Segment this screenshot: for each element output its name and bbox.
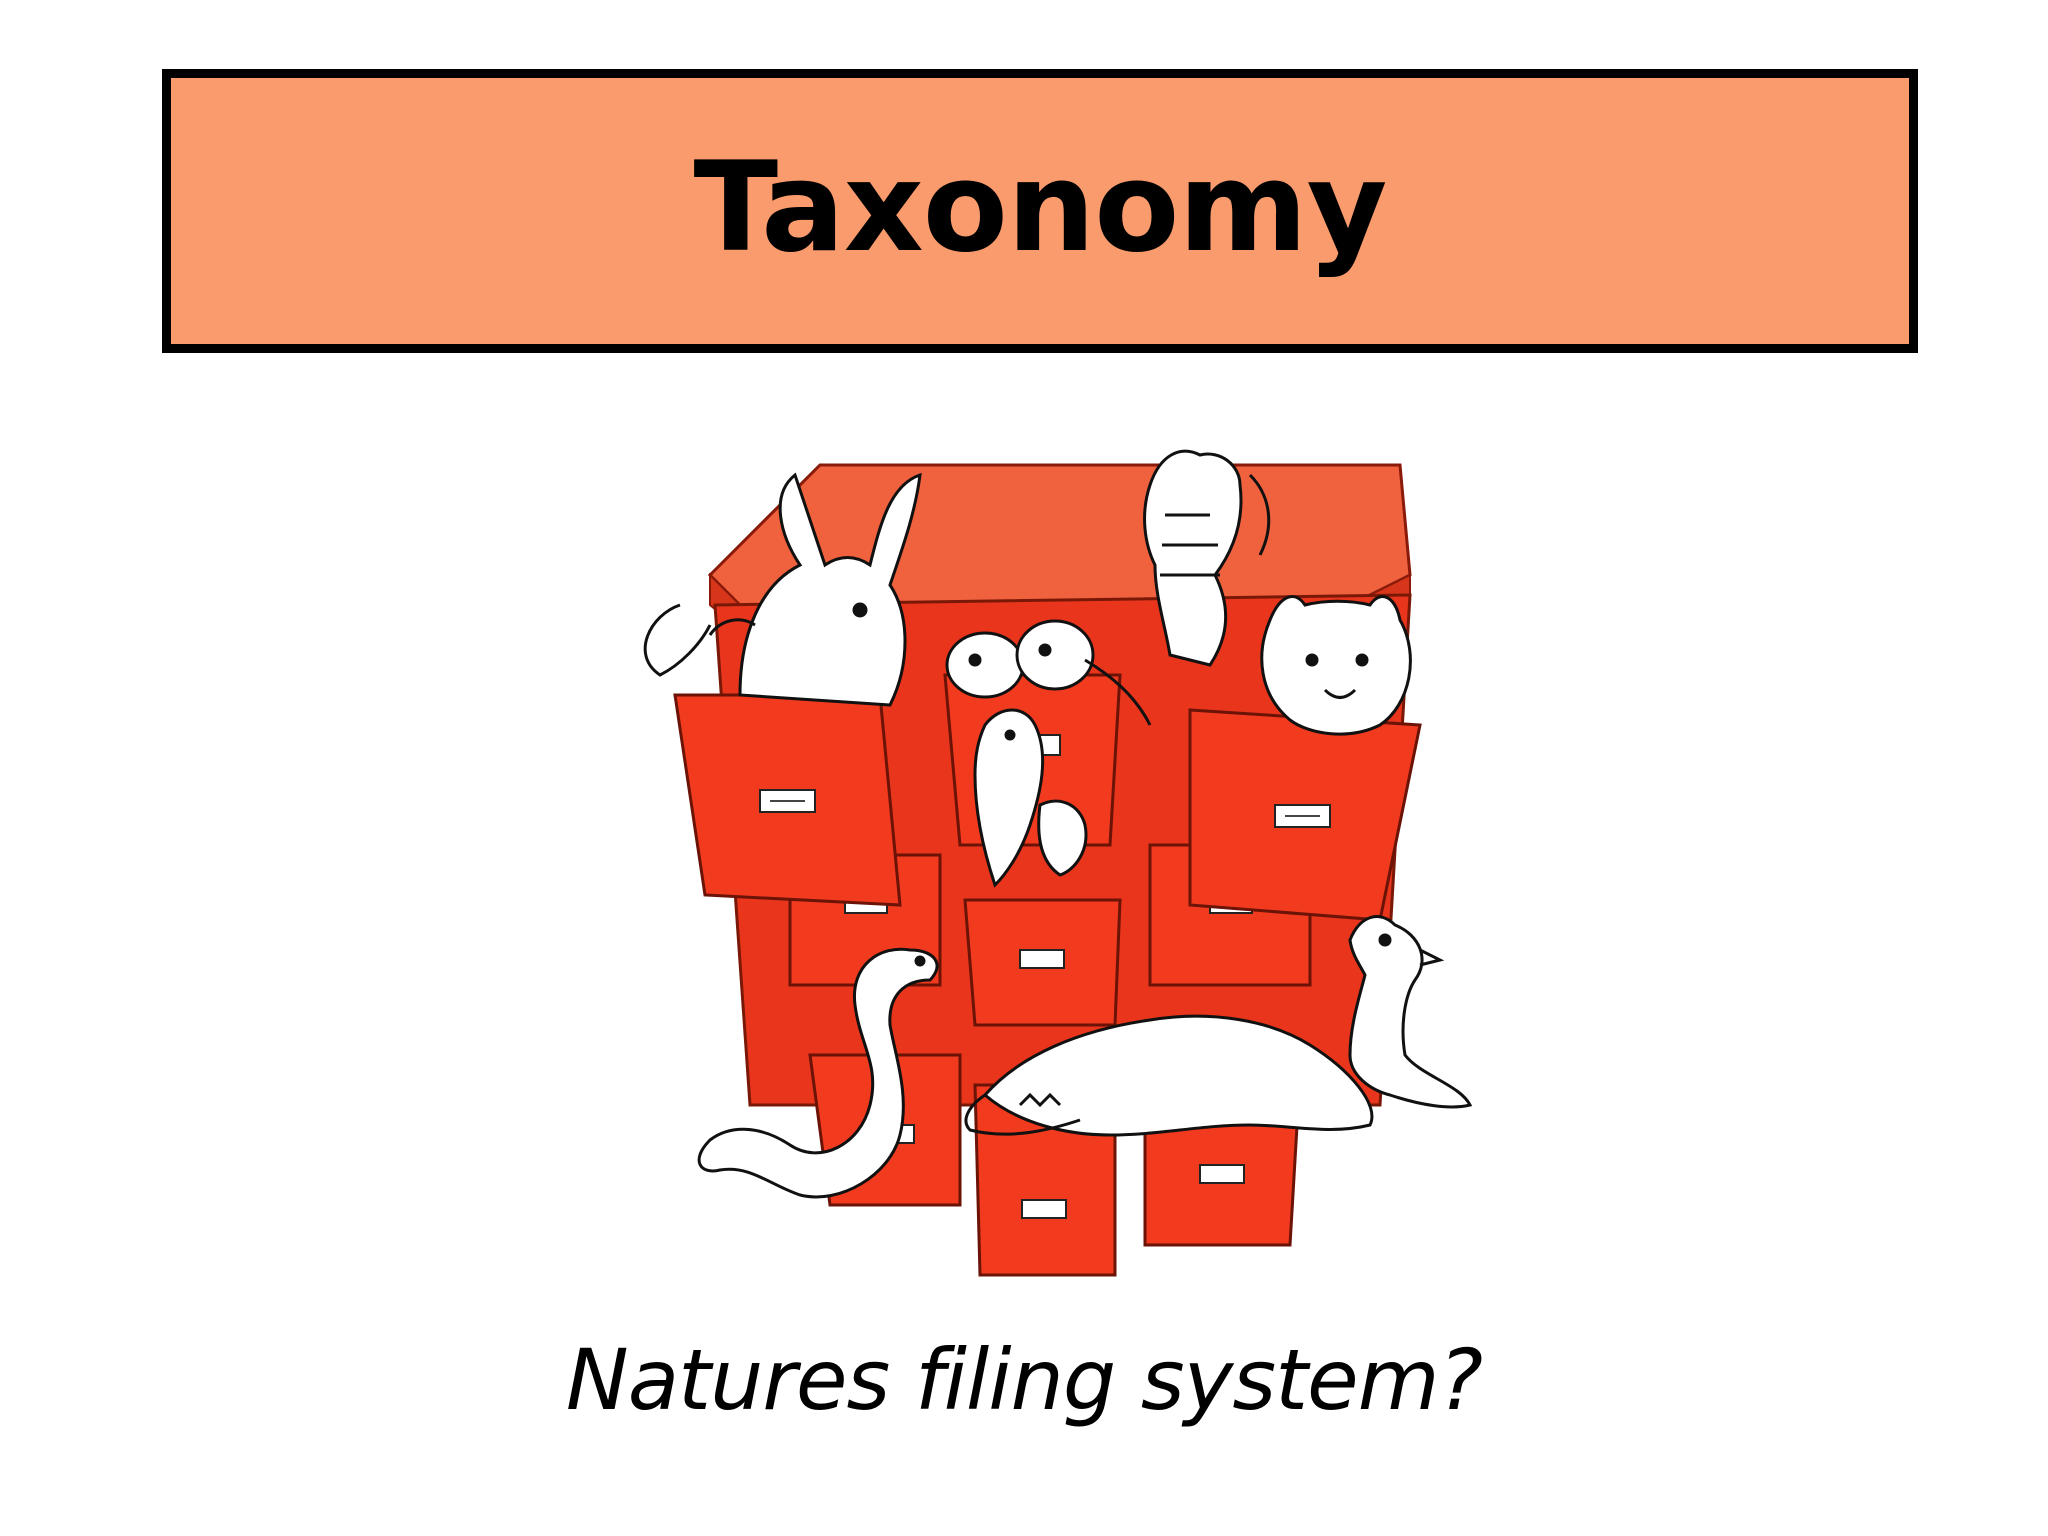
title-banner: Taxonomy [162, 69, 1918, 353]
slide-title: Taxonomy [693, 136, 1388, 280]
cat-on-top-icon [1143, 449, 1271, 667]
drawer-top-left [673, 693, 902, 907]
drawer-center [963, 898, 1122, 1027]
filing-cabinet-illustration [643, 449, 1473, 1277]
drawer-top-right [1188, 708, 1422, 922]
kangaroo-icon [643, 472, 922, 707]
monkey-icon [945, 619, 1152, 726]
crocodile-icon [964, 1014, 1374, 1137]
rodents-icon [973, 708, 1088, 888]
slide-subtitle: Natures filing system? [565, 1331, 1483, 1429]
snake-icon [697, 947, 939, 1199]
ostrich-dinosaur-icon [1348, 915, 1473, 1109]
lion-cat-icon [1260, 595, 1412, 736]
